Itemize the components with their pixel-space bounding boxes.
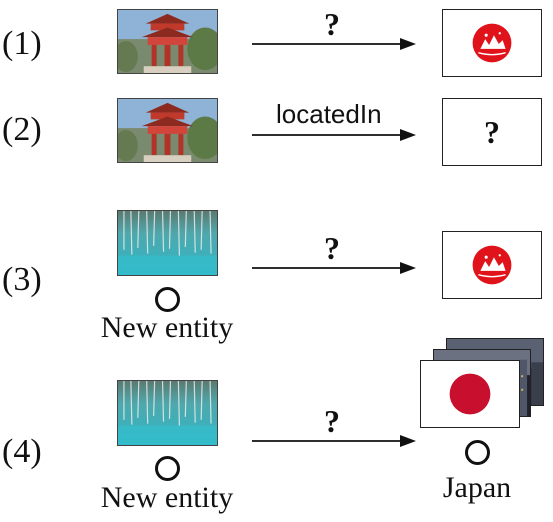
row-4-relation: ? [324, 403, 340, 439]
row-3-relation: ? [324, 230, 340, 266]
row-2-arrow [252, 129, 416, 141]
row-3-arrow [252, 262, 416, 274]
japan-stamp-box-1 [442, 9, 542, 77]
row-3-entity-label: New entity [100, 311, 234, 344]
japan-flag-icon [421, 361, 519, 427]
entity-node-4 [155, 456, 180, 481]
pond-image [117, 210, 218, 276]
pagoda-image [117, 98, 218, 163]
japan-stamp-icon [472, 245, 512, 285]
japan-label: Japan [442, 471, 512, 504]
japan-node [465, 440, 490, 465]
row-4-arrow [252, 435, 416, 447]
row-1-relation: ? [324, 6, 340, 42]
row-1-label: (1) [2, 25, 42, 62]
row-1-arrow [252, 38, 416, 50]
pagoda-image [117, 9, 218, 74]
row-3-label: (3) [2, 261, 42, 298]
pond-image [117, 380, 218, 446]
row-2-relation: locatedIn [276, 99, 382, 129]
unknown-target-box: ? [442, 98, 542, 166]
japan-flag-card [420, 360, 520, 428]
japan-stamp-box-3 [442, 231, 542, 299]
row-2-label: (2) [2, 111, 42, 148]
entity-node-3 [155, 287, 180, 312]
japan-stamp-icon [472, 23, 512, 63]
row-4-label: (4) [2, 433, 42, 470]
row-4-entity-label: New entity [100, 481, 234, 514]
